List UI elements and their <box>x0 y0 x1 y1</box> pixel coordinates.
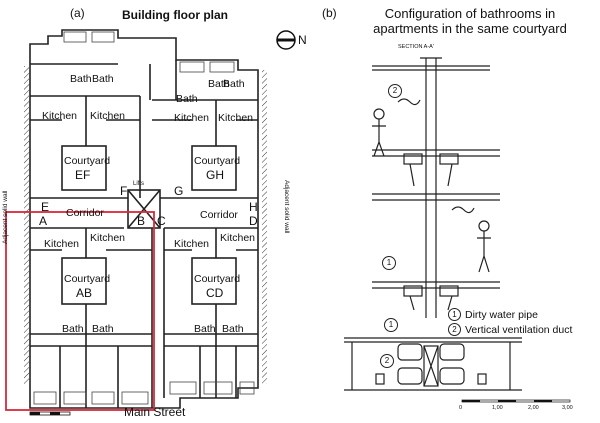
letter-b: B <box>137 214 146 228</box>
section-drawing <box>372 57 500 318</box>
panel-a-marker: (a) <box>70 6 85 20</box>
panel-b-title-line2: apartments in the same courtyard <box>373 21 567 36</box>
section-scale-bar <box>461 399 571 403</box>
courtyard-cd-label: Courtyard <box>194 273 241 285</box>
courtyard-ab-label: Courtyard <box>64 273 111 285</box>
courtyard-gh-label: Courtyard <box>194 155 241 167</box>
bathroom-plan-detail <box>344 337 522 391</box>
room-bath-9: Bath <box>222 323 244 335</box>
section-label: SECTION A-A' <box>398 44 434 50</box>
callout-1-lower: 1 <box>384 318 398 332</box>
main-street-label: Main Street <box>124 405 186 419</box>
room-bath-2: Bath <box>92 73 114 85</box>
letter-c: C <box>157 214 166 228</box>
room-kitchen-4: Kitchen <box>218 112 254 124</box>
legend-item-number: 2 <box>448 323 461 336</box>
courtyard-cd-code: CD <box>206 286 224 300</box>
legend-item-text: Vertical ventilation duct <box>465 323 573 336</box>
letter-g: G <box>174 184 184 198</box>
letter-a: A <box>39 214 48 228</box>
room-bath-6: Bath <box>62 323 84 335</box>
adjacent-wall-right-label: Adjacent solid wall <box>283 180 290 234</box>
room-kitchen-1: Kitchen <box>42 110 78 122</box>
legend-item: 2 Vertical ventilation duct <box>448 323 572 336</box>
legend-item-text: Dirty water pipe <box>465 308 538 321</box>
plan-scale-bar <box>29 411 71 416</box>
letter-h: H <box>249 200 258 214</box>
legend: 1 Dirty water pipe 2 Vertical ventilatio… <box>448 308 572 336</box>
courtyard-ef-label: Courtyard <box>64 155 111 167</box>
legend-item-number: 1 <box>448 308 461 321</box>
panel-b-title-line1: Configuration of bathrooms in <box>384 6 556 21</box>
courtyard-ab-code: AB <box>76 286 93 300</box>
courtyard-gh-code: GH <box>206 168 224 182</box>
panel-a-title: Building floor plan <box>122 8 228 22</box>
room-bath-5: Bath <box>223 78 245 90</box>
room-kitchen-8: Kitchen <box>220 232 256 244</box>
room-kitchen-6: Kitchen <box>90 232 126 244</box>
corridor-left-label: Corridor <box>66 207 104 219</box>
scale-tick-0: 0 <box>459 405 463 411</box>
room-kitchen-2: Kitchen <box>90 110 126 122</box>
letter-e: E <box>41 200 50 214</box>
adjacent-wall-left-hatch <box>24 66 29 384</box>
scale-tick-2: 2,00 <box>528 405 539 411</box>
letter-d: D <box>249 214 258 228</box>
corridor-right-label: Corridor <box>200 209 238 221</box>
room-bath-1: Bath <box>70 73 92 85</box>
lifts-label: Lifts <box>133 181 145 187</box>
north-arrow-icon <box>276 30 296 50</box>
room-bath-8: Bath <box>194 323 216 335</box>
facade-windows <box>33 31 255 405</box>
scale-tick-3: 3,00 <box>562 405 573 411</box>
room-bath-3: Bath <box>176 93 198 105</box>
panel-b-title: Configuration of bathrooms in apartments… <box>360 6 580 36</box>
building-outline <box>29 29 259 409</box>
callout-2-upper: 2 <box>388 84 402 98</box>
highlight-apartment-ab <box>5 211 155 411</box>
room-kitchen-7: Kitchen <box>174 238 210 250</box>
legend-item: 1 Dirty water pipe <box>448 308 572 321</box>
north-label: N <box>298 33 307 47</box>
adjacent-wall-right-hatch <box>262 70 267 384</box>
room-kitchen-5: Kitchen <box>44 238 80 250</box>
letter-f: F <box>120 184 128 198</box>
adjacent-wall-left-label: Adjacent solid wall <box>2 190 9 244</box>
room-bath-4: Bath <box>208 78 230 90</box>
room-bath-7: Bath <box>92 323 114 335</box>
callout-2-lower: 2 <box>380 354 394 368</box>
callout-1-upper: 1 <box>382 256 396 270</box>
courtyard-ef-code: EF <box>75 168 91 182</box>
scale-tick-1: 1,00 <box>492 405 503 411</box>
room-kitchen-3: Kitchen <box>174 112 210 124</box>
panel-b-marker: (b) <box>322 6 337 20</box>
